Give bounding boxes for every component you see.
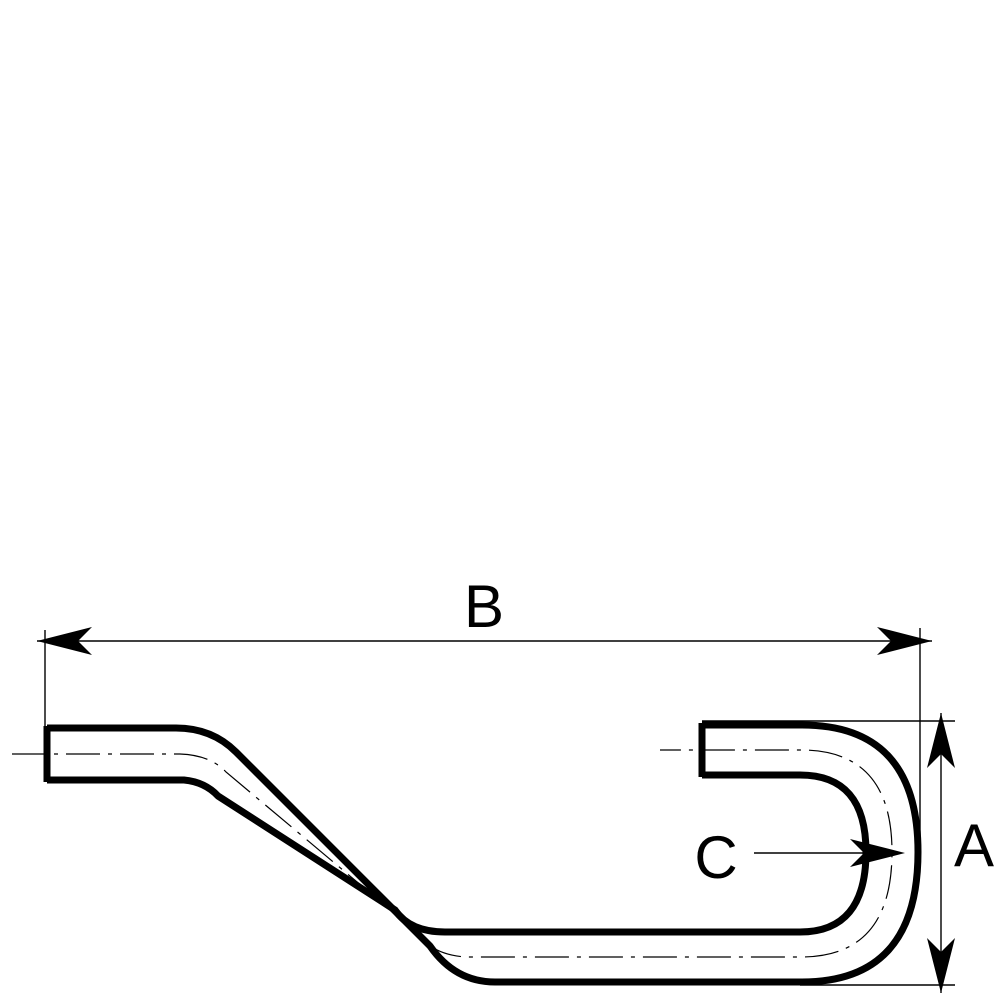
dimension-c-label: C [694, 824, 737, 891]
dimension-b-label: B [464, 573, 504, 640]
tube-centerline [12, 749, 893, 958]
dimension-a-top-arrow [927, 713, 955, 768]
dimension-b-right-arrow [877, 627, 932, 655]
tube-inner-outline [47, 771, 870, 936]
tube-outer-outline [47, 721, 922, 986]
dimension-a-bottom-arrow [927, 938, 955, 993]
dimension-a-label: A [954, 812, 994, 879]
dimension-b-left-arrow [37, 627, 92, 655]
dimension-c-arrow [850, 839, 905, 867]
